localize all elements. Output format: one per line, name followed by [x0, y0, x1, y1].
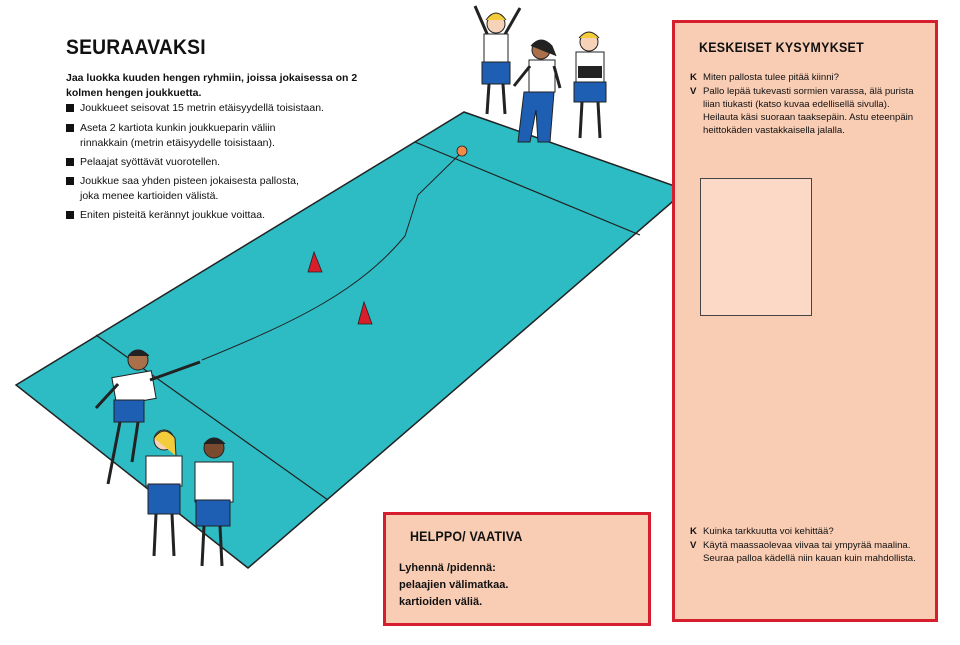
- bullet-square-icon: [66, 124, 74, 132]
- child-figure: [194, 437, 234, 567]
- key-questions-title: KESKEISET KYSYMYKSET: [699, 40, 864, 55]
- list-item: Joukkueet seisovat 15 metrin etäisyydell…: [66, 101, 356, 116]
- page-title: SEURAAVAKSI: [66, 36, 206, 59]
- question-text: Kuinka tarkkuutta voi kehittää?: [703, 526, 834, 537]
- list-item-text: Joukkue saa yhden pisteen jokaisesta pal…: [80, 175, 299, 202]
- list-item: Pelaajat syöttävät vuorotellen.: [66, 155, 326, 170]
- ball-icon: [456, 145, 468, 157]
- answer-key: V: [690, 540, 697, 551]
- bullet-square-icon: [66, 104, 74, 112]
- question-key: K: [690, 526, 697, 537]
- answer-key: V: [690, 86, 697, 97]
- child-figure: [94, 349, 201, 485]
- helppo-vaativa-title: HELPPO/ VAATIVA: [410, 529, 523, 544]
- bullet-square-icon: [66, 177, 74, 185]
- child-figure: [512, 39, 562, 143]
- answer-item: V Pallo lepää tukevasti sormien varassa,…: [690, 85, 920, 137]
- question-text: Miten pallosta tulee pitää kiinni?: [703, 72, 839, 83]
- cone-icon: [307, 250, 323, 273]
- helppo-line: Lyhennä /pidennä:: [399, 562, 496, 574]
- list-item-text: Pelaajat syöttävät vuorotellen.: [80, 156, 221, 168]
- helppo-line: kartioiden väliä.: [399, 596, 483, 608]
- helppo-line: pelaajien välimatkaa.: [399, 579, 509, 591]
- bullet-square-icon: [66, 158, 74, 166]
- intro-text: Jaa luokka kuuden hengen ryhmiin, joissa…: [66, 72, 358, 99]
- list-item-text: Joukkueet seisovat 15 metrin etäisyydell…: [80, 102, 324, 114]
- question-key: K: [690, 72, 697, 83]
- list-item: Eniten pisteitä kerännyt joukkue voittaa…: [66, 208, 326, 223]
- list-item-text: Eniten pisteitä kerännyt joukkue voittaa…: [80, 209, 266, 221]
- answer-text: Käytä maassaolevaa viivaa tai ympyrää ma…: [703, 540, 916, 564]
- child-figure: [145, 429, 183, 557]
- key-questions-panel: [672, 20, 938, 622]
- photo-frame: [700, 178, 812, 316]
- helppo-vaativa-body: Lyhennä /pidennä: pelaajien välimatkaa. …: [399, 560, 639, 611]
- court-line: [414, 141, 641, 236]
- ball-trajectory: [201, 151, 463, 361]
- child-figure: [473, 5, 522, 115]
- bullet-square-icon: [66, 211, 74, 219]
- question-item: K Miten pallosta tulee pitää kiinni?: [690, 71, 930, 84]
- child-figure: [573, 31, 607, 139]
- list-item: Aseta 2 kartiota kunkin joukkueparin väl…: [66, 121, 326, 151]
- question-item: K Kuinka tarkkuutta voi kehittää?: [690, 525, 930, 538]
- list-item-text: Aseta 2 kartiota kunkin joukkueparin väl…: [80, 122, 276, 149]
- answer-item: V Käytä maassaolevaa viivaa tai ympyrää …: [690, 539, 922, 565]
- list-item: Joukkue saa yhden pisteen jokaisesta pal…: [66, 174, 321, 204]
- helppo-vaativa-panel: [383, 512, 651, 626]
- answer-text: Pallo lepää tukevasti sormien varassa, ä…: [703, 86, 914, 136]
- cone-icon: [357, 300, 373, 325]
